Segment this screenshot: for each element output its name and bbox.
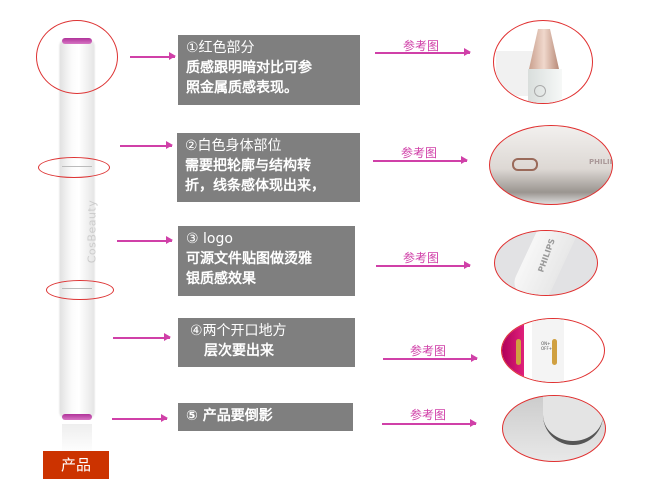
note-body: 可源文件贴图做烫雅 <box>186 251 312 267</box>
pen-bottom-cap <box>62 414 92 420</box>
note-title: ②白色身体部位 <box>185 138 282 154</box>
device-base <box>543 396 603 445</box>
gold-opening <box>516 339 521 365</box>
pen-logo: CosBeauty <box>85 199 99 264</box>
note-box-5: ⑤ 产品要倒影 <box>178 403 353 431</box>
arrow <box>376 262 471 268</box>
pen-reflection <box>62 424 92 454</box>
on-text: ON+ <box>541 341 551 346</box>
reference-image-body: PHILIPS <box>489 125 613 205</box>
note-title: ⑤ 产品要倒影 <box>186 408 273 424</box>
product-pen-image <box>60 40 94 418</box>
arrow <box>373 157 468 163</box>
reference-label: 参考图 <box>403 39 440 53</box>
note-title: ③ logo <box>186 231 233 247</box>
gold-opening <box>552 339 557 365</box>
power-button-icon <box>534 85 546 97</box>
note-body: 照金属质感表现。 <box>186 80 298 96</box>
reference-label: 参考图 <box>401 146 438 160</box>
arrow <box>112 415 168 421</box>
reference-image-openings: ON+OFF+ <box>501 318 605 383</box>
note-body: 银质感效果 <box>186 271 256 287</box>
reference-image-reflection <box>502 395 606 462</box>
pink-device <box>502 319 524 382</box>
metal-tip <box>529 29 559 69</box>
arrow <box>375 49 471 55</box>
device-body <box>528 69 562 103</box>
note-box-1: ①红色部分 质感跟明暗对比可参 照金属质感表现。 <box>178 35 360 105</box>
note-title: ④两个开口地方 <box>190 323 287 339</box>
note-box-3: ③ logo 可源文件贴图做烫雅 银质感效果 <box>178 226 355 296</box>
reference-label: 参考图 <box>410 408 447 422</box>
reference-label: 参考图 <box>403 251 440 265</box>
product-label: 产品 <box>43 451 109 479</box>
note-box-4: ④两个开口地方 层次要出来 <box>178 318 355 367</box>
highlight-circle-cap <box>36 20 118 94</box>
arrow <box>382 420 477 426</box>
note-title: ①红色部分 <box>186 40 255 56</box>
white-device <box>532 319 564 382</box>
reference-image-metal-tip <box>493 20 593 104</box>
reference-label: 参考图 <box>410 344 447 358</box>
note-body: 折，线条感体现出来， <box>185 178 325 194</box>
arrow <box>113 334 171 340</box>
note-body: 需要把轮廓与结构转 <box>185 158 311 174</box>
reference-image-logo: PHILIPS <box>494 230 598 296</box>
arrow <box>117 237 173 243</box>
highlight-ellipse-seam-2 <box>46 280 114 300</box>
switch-label: ON+OFF+ <box>541 341 552 351</box>
note-body: 层次要出来 <box>204 343 274 359</box>
highlight-ellipse-seam-1 <box>38 157 110 178</box>
arrow <box>130 53 176 59</box>
off-text: OFF+ <box>541 346 553 351</box>
arrow <box>383 355 478 361</box>
arrow <box>120 142 173 148</box>
button-icon <box>512 158 538 171</box>
note-body: 质感跟明暗对比可参 <box>186 60 312 76</box>
brand-text: PHILIPS <box>589 158 612 166</box>
note-box-2: ②白色身体部位 需要把轮廓与结构转 折，线条感体现出来， <box>177 133 360 202</box>
